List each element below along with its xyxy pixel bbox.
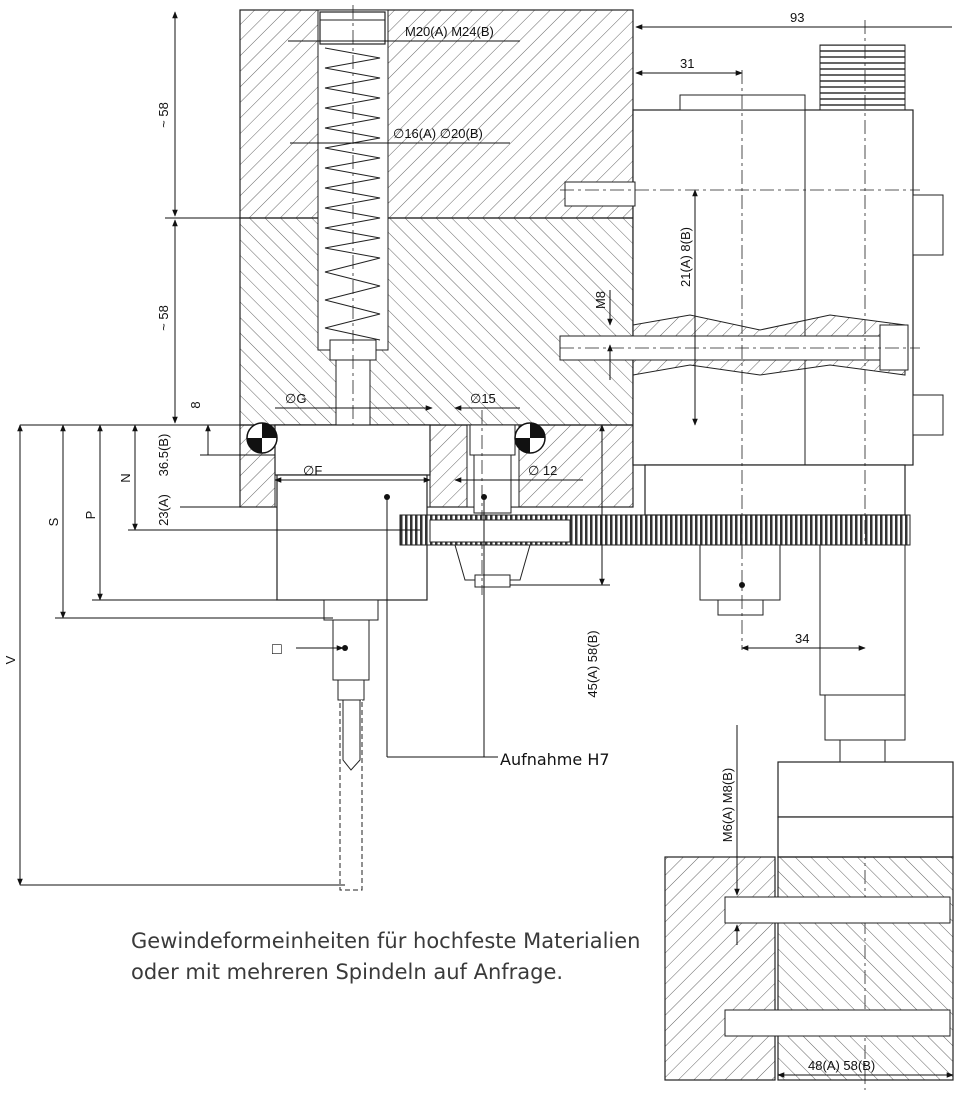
dim-v: V — [3, 655, 18, 664]
motor-assembly — [559, 20, 944, 1090]
datum-symbol-right — [514, 422, 546, 454]
dim-p: P — [83, 511, 98, 520]
dim-n: N — [118, 473, 133, 482]
dim-31: 31 — [680, 56, 694, 71]
dim-36-5b: 36.5(B) — [156, 434, 171, 477]
gear-strip — [399, 514, 911, 546]
caption: Gewindeformeinheiten für hochfeste Mater… — [131, 926, 771, 988]
dim-m8: M8 — [593, 291, 608, 309]
spindle-body — [274, 424, 431, 891]
dim-s: S — [46, 517, 61, 526]
leader-dot-f — [384, 494, 390, 500]
dim-21a-8b: 21(A) 8(B) — [678, 227, 693, 287]
dim-dia-12: ∅ 12 — [528, 463, 557, 478]
dim-8: 8 — [188, 401, 203, 408]
dimension-lines — [17, 11, 954, 1078]
leader-dot-square — [342, 645, 348, 651]
dim-45a-58b: 45(A) 58(B) — [585, 630, 600, 697]
motor-dot — [739, 582, 745, 588]
dim-34: 34 — [795, 631, 809, 646]
dim-23a: 23(A) — [156, 494, 171, 526]
dim-mid-58: ~ 58 — [156, 305, 171, 331]
dim-dia-15: ∅15 — [470, 391, 496, 406]
dim-top-58: ~ 58 — [156, 102, 171, 128]
dim-dia-f: ∅F — [303, 463, 322, 478]
caption-line-2: oder mit mehreren Spindeln auf Anfrage. — [131, 960, 564, 984]
lower-bracket — [664, 544, 954, 1081]
dim-48a-58b: 48(A) 58(B) — [808, 1058, 875, 1073]
aufnahme-label: Aufnahme H7 — [500, 750, 610, 769]
datum-symbol-left — [246, 422, 278, 454]
dim-thread-top: M20(A) M24(B) — [405, 24, 494, 39]
caption-line-1: Gewindeformeinheiten für hochfeste Mater… — [131, 929, 641, 953]
dim-spring-dia: ∅16(A) ∅20(B) — [393, 126, 483, 141]
dim-dia-g: ∅G — [285, 391, 306, 406]
dim-93: 93 — [790, 10, 804, 25]
leader-dot-15 — [481, 494, 487, 500]
dim-m6a-m8b: M6(A) M8(B) — [720, 768, 735, 842]
square-symbol: □ — [272, 641, 282, 658]
